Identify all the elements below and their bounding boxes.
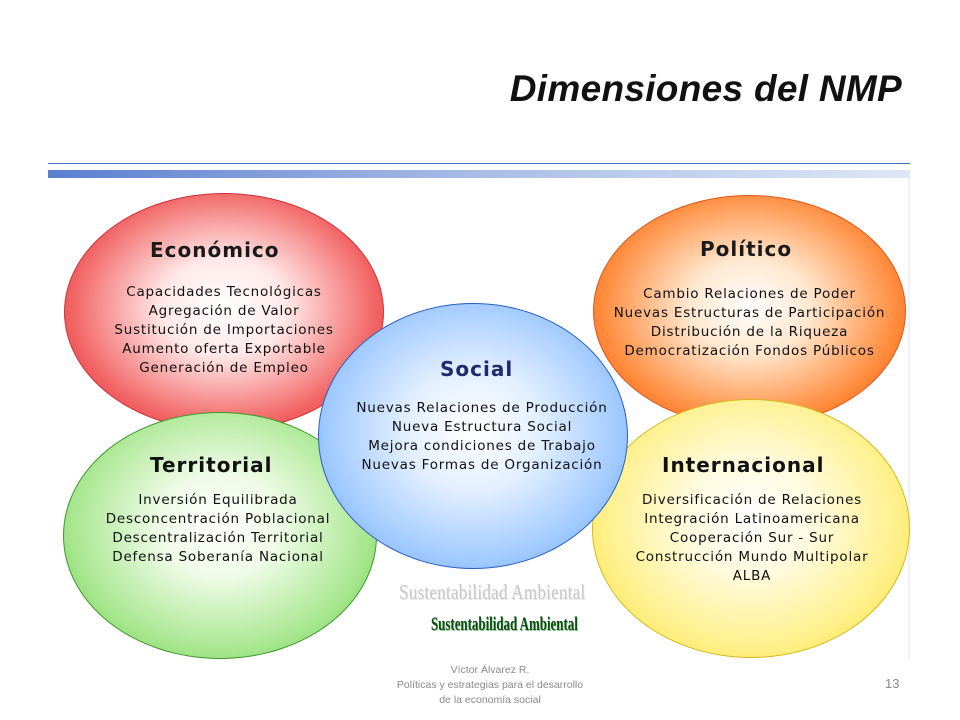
- ellipse-politico: [593, 195, 906, 427]
- slide-footer: Víctor Álvarez R. Políticas y estrategia…: [370, 663, 610, 708]
- social-heading: Social: [440, 357, 514, 381]
- economico-item: Generación de Empleo: [139, 360, 309, 376]
- territorial-item: Descentralización Territorial: [112, 530, 324, 546]
- territorial-items: Inversión Equilibrada Desconcentración P…: [85, 491, 351, 567]
- territorial-item: Defensa Soberanía Nacional: [112, 549, 324, 565]
- economico-item: Aumento oferta Exportable: [122, 341, 326, 357]
- politico-item: Distribución de la Riqueza: [650, 324, 849, 340]
- internacional-item: Diversificación de Relaciones: [641, 492, 863, 508]
- internacional-item: Construcción Mundo Multipolar: [635, 549, 869, 565]
- social-item: Nuevas Formas de Organización: [361, 457, 603, 473]
- internacional-items: Diversificación de Relaciones Integració…: [612, 491, 892, 586]
- internacional-heading: Internacional: [662, 453, 825, 477]
- internacional-item: Cooperación Sur - Sur: [669, 530, 835, 546]
- politico-item: Nuevas Estructuras de Participación: [613, 305, 886, 321]
- page-number: 13: [885, 676, 900, 691]
- sustentabilidad-shadow-label: Sustentabilidad Ambiental: [399, 580, 586, 604]
- ellipse-social: [318, 303, 628, 569]
- economico-item: Sustitución de Importaciones: [114, 322, 334, 338]
- footer-author: Víctor Álvarez R.: [450, 664, 530, 676]
- diagram-right-edge: [908, 178, 910, 660]
- economico-item: Capacidades Tecnológicas: [126, 284, 322, 300]
- territorial-item: Desconcentración Poblacional: [105, 511, 331, 527]
- header-gradient-bar: [48, 170, 910, 178]
- social-item: Mejora condiciones de Trabajo: [368, 438, 596, 454]
- footer-line: Políticas y estrategias para el desarrol…: [396, 679, 584, 691]
- politico-item: Democratización Fondos Públicos: [624, 343, 875, 359]
- social-item: Nuevas Relaciones de Producción: [356, 400, 608, 416]
- internacional-item: Integración Latinoamericana: [644, 511, 860, 527]
- economico-items: Capacidades Tecnológicas Agregación de V…: [96, 283, 352, 378]
- social-items: Nuevas Relaciones de Producción Nueva Es…: [334, 399, 630, 475]
- economico-heading: Económico: [150, 238, 280, 262]
- ellipse-internacional: [592, 399, 910, 658]
- internacional-item: ALBA: [732, 568, 772, 584]
- economico-item: Agregación de Valor: [148, 303, 300, 319]
- politico-item: Cambio Relaciones de Poder: [643, 286, 856, 302]
- footer-line: de la economía social: [439, 694, 541, 706]
- slide-title: Dimensiones del NMP: [509, 68, 902, 109]
- social-item: Nueva Estructura Social: [391, 419, 573, 435]
- territorial-item: Inversión Equilibrada: [138, 492, 298, 508]
- header-rule: [48, 163, 910, 164]
- politico-items: Cambio Relaciones de Poder Nuevas Estruc…: [593, 285, 906, 361]
- sustentabilidad-label: Sustentabilidad Ambiental: [431, 614, 578, 635]
- territorial-heading: Territorial: [150, 453, 273, 477]
- politico-heading: Político: [700, 237, 793, 261]
